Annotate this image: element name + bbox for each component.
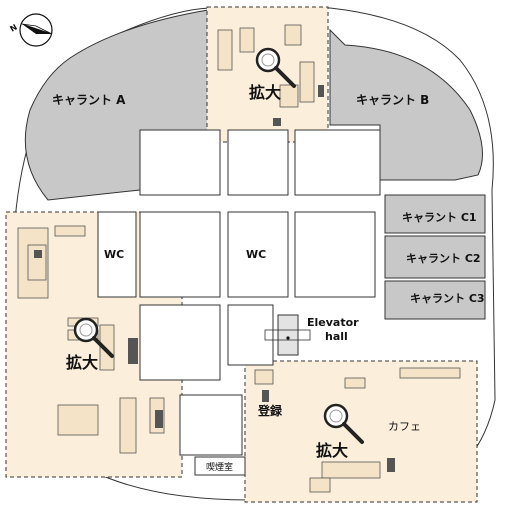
store-a-label: キャラント A: [52, 93, 126, 107]
elevator-dot: [286, 336, 290, 340]
room: [227, 304, 274, 366]
elevator-hall-label-line1: Elevator: [307, 316, 359, 329]
furniture-bottom: [254, 367, 461, 493]
room: [139, 211, 221, 298]
smoking-room[interactable]: [194, 456, 246, 476]
room: [294, 211, 376, 298]
zoom-label-bottom[interactable]: 拡大: [316, 441, 348, 460]
wc-left-label: WC: [104, 248, 124, 261]
magnifier-icon[interactable]: [255, 47, 296, 88]
zoom-label-left[interactable]: 拡大: [66, 353, 98, 372]
store-c3-area[interactable]: [384, 280, 486, 320]
zoom-label-top[interactable]: 拡大: [249, 83, 281, 102]
furniture-top: [217, 24, 324, 126]
elevator-shaft: [277, 314, 299, 356]
store-b-area[interactable]: [329, 28, 483, 181]
svg-text:N: N: [9, 23, 19, 34]
elevator-hall-label-line2: hall: [325, 330, 348, 343]
store-b-label: キャラント B: [356, 93, 429, 107]
store-a-area[interactable]: [24, 9, 209, 201]
smoking-room-label: 喫煙室: [206, 461, 233, 473]
wc-center-room: [227, 211, 289, 298]
elevator-frame: [264, 329, 311, 341]
store-c1-area[interactable]: [384, 194, 486, 234]
registration-label: 登録: [257, 403, 283, 418]
room: [227, 129, 289, 196]
magnifier-icon[interactable]: [73, 317, 114, 358]
cafe-label: カフェ: [388, 420, 421, 433]
room: [294, 129, 381, 196]
store-c1-label: キャラント C1: [402, 211, 477, 224]
wc-center-label: WC: [246, 248, 266, 261]
magnifier-icon[interactable]: [323, 403, 364, 444]
room: [139, 129, 221, 196]
room: [139, 304, 221, 381]
store-c3-label: キャラント C3: [410, 292, 485, 305]
compass-icon: N: [9, 13, 53, 47]
store-c2-area[interactable]: [384, 235, 486, 279]
store-c2-label: キャラント C2: [406, 252, 481, 265]
room: [97, 211, 137, 298]
room: [179, 394, 243, 456]
